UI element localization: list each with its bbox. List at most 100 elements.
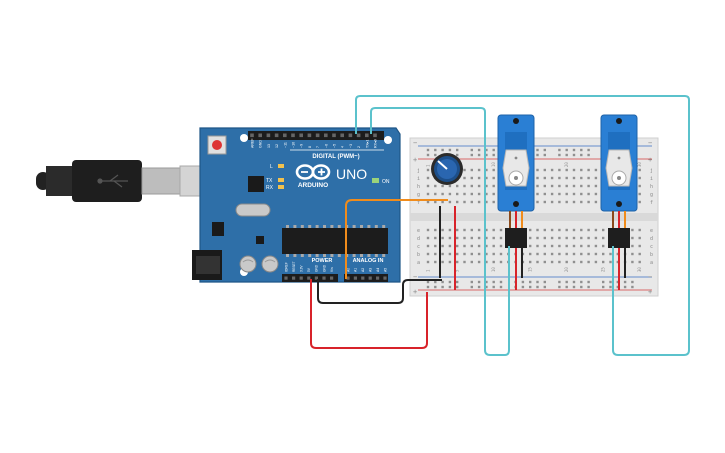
breadboard-hole[interactable] [536,236,539,240]
breadboard-hole[interactable] [456,148,459,152]
breadboard-hole[interactable] [463,168,466,172]
breadboard-hole[interactable] [426,228,430,232]
breadboard-hole[interactable] [529,280,532,284]
breadboard-hole[interactable] [477,260,481,264]
breadboard-hole[interactable] [543,176,546,180]
breadboard-hole[interactable] [638,168,641,172]
breadboard-hole[interactable] [550,252,554,256]
breadboard-hole[interactable] [543,280,546,284]
breadboard-hole[interactable] [434,200,437,204]
breadboard-hole[interactable] [638,252,641,256]
breadboard-hole[interactable] [426,148,430,152]
breadboard-hole[interactable] [441,252,444,256]
breadboard-hole[interactable] [580,252,583,256]
breadboard-hole[interactable] [580,153,583,157]
header-pin-hole[interactable] [322,276,326,280]
breadboard-hole[interactable] [565,260,568,264]
breadboard-hole[interactable] [580,184,583,188]
breadboard-hole[interactable] [565,244,568,248]
breadboard-hole[interactable] [426,200,430,204]
breadboard-hole[interactable] [441,244,444,248]
breadboard-hole[interactable] [580,200,583,204]
breadboard-hole[interactable] [609,260,612,264]
breadboard-hole[interactable] [470,236,473,240]
header-pin-hole[interactable] [376,276,380,280]
potentiometer[interactable] [431,153,463,185]
breadboard-hole[interactable] [580,176,583,180]
breadboard-hole[interactable] [572,153,576,157]
breadboard-hole[interactable] [448,260,452,264]
breadboard-hole[interactable] [543,148,546,152]
breadboard-hole[interactable] [594,176,598,180]
wire-black-gnd[interactable] [317,279,442,304]
breadboard-hole[interactable] [558,244,561,248]
breadboard-hole[interactable] [499,236,503,240]
breadboard-hole[interactable] [456,260,459,264]
breadboard-hole[interactable] [477,153,481,157]
breadboard-hole[interactable] [558,228,561,232]
breadboard-hole[interactable] [550,192,554,196]
breadboard-hole[interactable] [558,236,561,240]
breadboard-hole[interactable] [456,153,459,157]
breadboard-hole[interactable] [456,285,459,289]
breadboard-hole[interactable] [572,285,576,289]
breadboard-hole[interactable] [543,260,546,264]
breadboard-hole[interactable] [485,153,488,157]
servo-motor-2[interactable] [600,114,638,248]
breadboard-hole[interactable] [565,148,568,152]
breadboard-hole[interactable] [594,200,598,204]
breadboard-hole[interactable] [477,192,481,196]
header-pin-hole[interactable] [284,276,288,280]
breadboard-hole[interactable] [485,280,488,284]
breadboard-hole[interactable] [536,200,539,204]
breadboard-hole[interactable] [594,244,598,248]
breadboard-hole[interactable] [587,153,590,157]
header-pin-hole[interactable] [291,133,295,138]
breadboard-hole[interactable] [470,285,473,289]
breadboard-hole[interactable] [441,184,444,188]
breadboard-hole[interactable] [558,285,561,289]
breadboard-hole[interactable] [565,200,568,204]
breadboard-hole[interactable] [434,260,437,264]
breadboard-hole[interactable] [448,252,452,256]
breadboard-hole[interactable] [638,184,641,188]
breadboard-hole[interactable] [565,280,568,284]
breadboard-hole[interactable] [558,192,561,196]
breadboard-hole[interactable] [536,252,539,256]
breadboard-hole[interactable] [565,184,568,188]
breadboard-hole[interactable] [492,236,495,240]
breadboard-hole[interactable] [470,192,473,196]
breadboard-hole[interactable] [587,285,590,289]
breadboard-hole[interactable] [434,148,437,152]
breadboard-hole[interactable] [602,260,605,264]
breadboard-hole[interactable] [550,228,554,232]
breadboard-hole[interactable] [580,236,583,240]
breadboard-hole[interactable] [587,176,590,180]
breadboard-hole[interactable] [492,260,495,264]
breadboard-hole[interactable] [638,200,641,204]
breadboard-hole[interactable] [609,280,612,284]
breadboard-hole[interactable] [536,192,539,196]
breadboard-hole[interactable] [426,176,430,180]
breadboard-hole[interactable] [492,252,495,256]
breadboard-hole[interactable] [441,260,444,264]
breadboard-hole[interactable] [470,200,473,204]
breadboard-hole[interactable] [434,280,437,284]
breadboard-hole[interactable] [565,228,568,232]
breadboard-hole[interactable] [587,200,590,204]
breadboard-hole[interactable] [587,184,590,188]
servo-motor-1[interactable] [497,114,535,248]
breadboard-hole[interactable] [521,285,525,289]
header-pin-hole[interactable] [383,276,387,280]
breadboard-hole[interactable] [572,148,576,152]
breadboard-hole[interactable] [572,168,576,172]
breadboard-hole[interactable] [456,184,459,188]
header-pin-hole[interactable] [368,276,372,280]
header-pin-hole[interactable] [373,133,377,138]
breadboard-hole[interactable] [441,285,444,289]
breadboard-hole[interactable] [499,280,503,284]
breadboard-hole[interactable] [572,200,576,204]
breadboard-hole[interactable] [558,280,561,284]
header-pin-hole[interactable] [266,133,271,138]
header-pin-hole[interactable] [332,133,336,138]
